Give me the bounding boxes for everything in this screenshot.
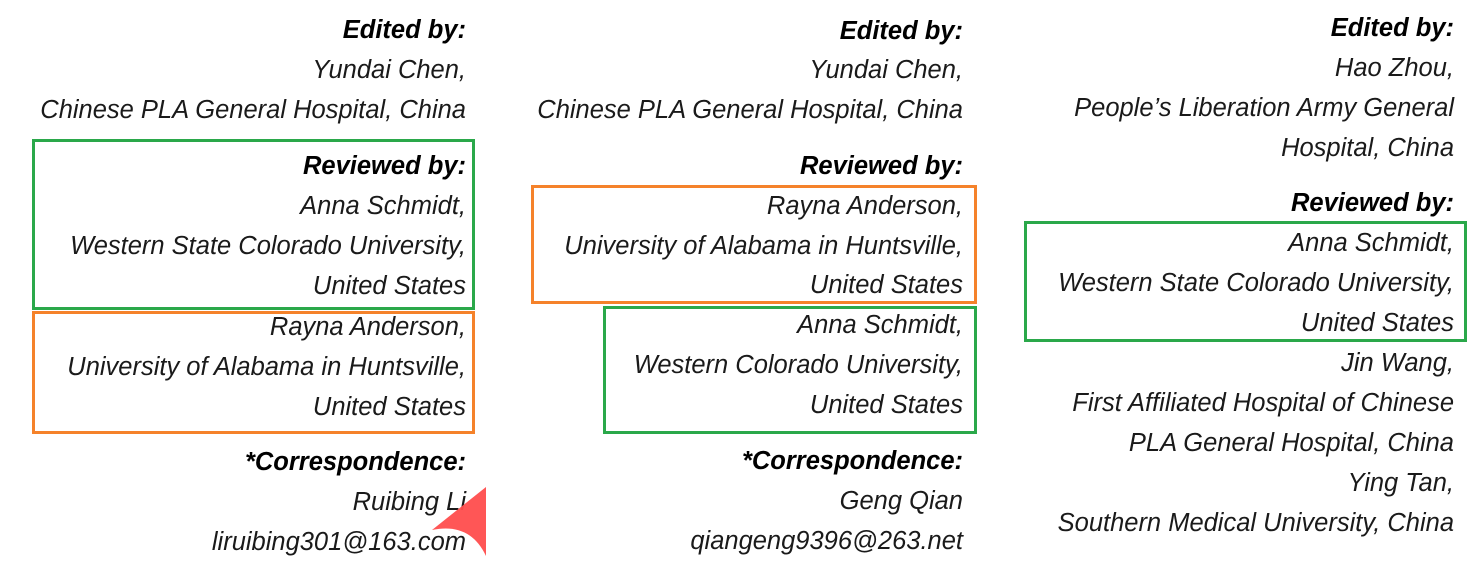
correspondence-name: Geng Qian xyxy=(839,487,963,515)
highlight-box-orange xyxy=(531,185,977,304)
editor-name: Yundai Chen, xyxy=(312,56,466,84)
editor-name: Hao Zhou, xyxy=(1334,54,1454,82)
reviewed-heading: Reviewed by: xyxy=(303,152,466,180)
reviewer-name: Anna Schmidt, xyxy=(797,311,963,339)
editor-affiliation: Hospital, China xyxy=(1281,134,1454,162)
reviewer-name: Rayna Anderson, xyxy=(766,192,963,220)
reviewer-country: United States xyxy=(312,393,466,421)
column-1: Edited by: Yundai Chen, Chinese PLA Gene… xyxy=(0,0,466,565)
editor-affiliation: Chinese PLA General Hospital, China xyxy=(537,96,963,124)
reviewer-name: Anna Schmidt, xyxy=(300,192,466,220)
reviewer-affiliation: PLA General Hospital, China xyxy=(1128,429,1454,457)
correspondence-heading: *Correspondence: xyxy=(244,448,466,476)
reviewer-affiliation: First Affiliated Hospital of Chinese xyxy=(1072,389,1454,417)
editor-affiliation: Chinese PLA General Hospital, China xyxy=(40,96,466,124)
reviewer-name: Anna Schmidt, xyxy=(1288,229,1454,257)
reviewer-name: Rayna Anderson, xyxy=(269,313,466,341)
reviewer-name: Ying Tan, xyxy=(1347,469,1454,497)
editor-affiliation: People’s Liberation Army General xyxy=(1074,94,1454,122)
correspondence-email[interactable]: qiangeng9396@263.net xyxy=(690,527,963,555)
reviewed-heading: Reviewed by: xyxy=(1291,189,1454,217)
correspondence-email[interactable]: liruibing301@163.com xyxy=(211,528,466,556)
edited-heading: Edited by: xyxy=(1330,14,1454,42)
reviewer-name: Jin Wang, xyxy=(1341,349,1454,377)
column-2: Edited by: Yundai Chen, Chinese PLA Gene… xyxy=(537,17,963,555)
reviewer-affiliation: University of Alabama in Huntsville, xyxy=(67,353,466,381)
correspondence-heading: *Correspondence: xyxy=(741,447,963,475)
reviewed-heading: Reviewed by: xyxy=(800,152,963,180)
reviewer-country: United States xyxy=(1300,309,1454,337)
highlight-box-green xyxy=(603,306,977,434)
reviewer-affiliation: University of Alabama in Huntsville, xyxy=(564,232,963,260)
reviewer-affiliation: Western State Colorado University, xyxy=(70,232,466,260)
highlight-box-green xyxy=(32,139,475,310)
highlight-box-green xyxy=(1024,221,1467,342)
reviewer-affiliation: Southern Medical University, China xyxy=(1057,509,1454,537)
reviewer-affiliation: Western Colorado University, xyxy=(633,351,963,379)
correspondence-name: Ruibing Li xyxy=(352,488,466,516)
edited-heading: Edited by: xyxy=(839,17,963,45)
reviewer-country: United States xyxy=(809,271,963,299)
editor-name: Yundai Chen, xyxy=(809,56,963,84)
reviewer-country: United States xyxy=(809,391,963,419)
reviewer-country: United States xyxy=(312,272,466,300)
reviewer-affiliation: Western State Colorado University, xyxy=(1058,269,1454,297)
edited-heading: Edited by: xyxy=(342,16,466,44)
highlight-box-orange xyxy=(32,311,475,434)
